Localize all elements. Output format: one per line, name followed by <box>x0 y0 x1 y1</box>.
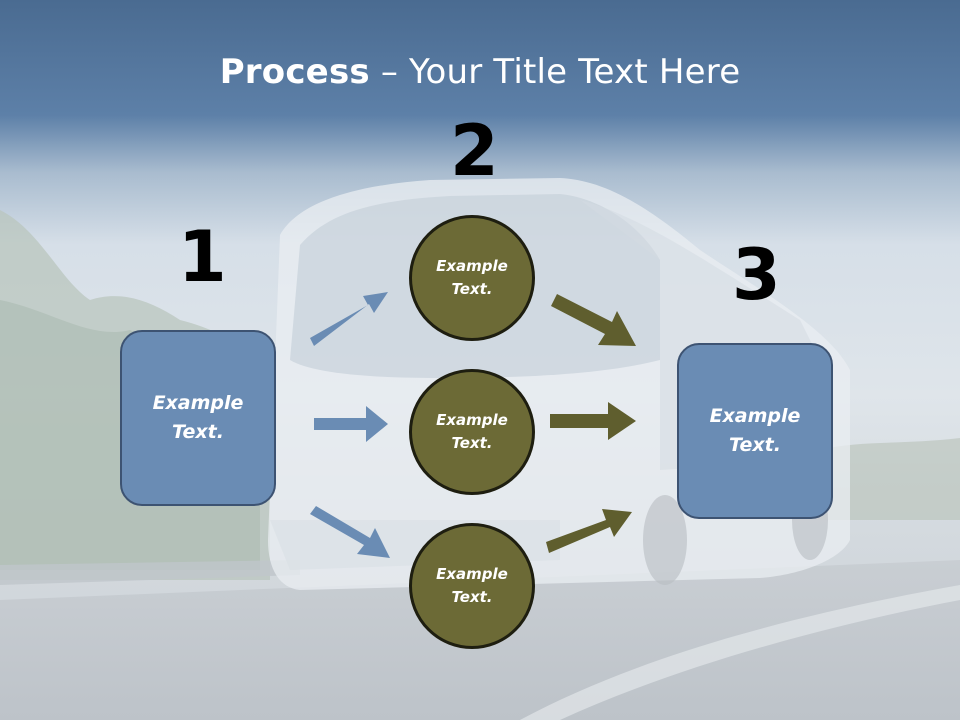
circle-top-line2: Text. <box>451 280 493 298</box>
step-number-3: 3 <box>732 234 781 316</box>
step-box-left: Example Text. <box>120 330 276 506</box>
circle-middle-line1: Example <box>436 411 508 429</box>
circle-bottom-line2: Text. <box>451 588 493 606</box>
step-circle-bottom: Example Text. <box>409 523 535 649</box>
circle-top-line1: Example <box>436 257 508 275</box>
left-box-line2: Text. <box>172 421 224 443</box>
step-number-2: 2 <box>450 110 499 192</box>
step-box-right: Example Text. <box>677 343 833 519</box>
circle-middle-line2: Text. <box>451 434 493 452</box>
step-circle-top: Example Text. <box>409 215 535 341</box>
step-circle-middle: Example Text. <box>409 369 535 495</box>
step-number-1: 1 <box>178 216 227 298</box>
title-bold: Process <box>219 52 370 92</box>
title-rest: – Your Title Text Here <box>369 52 741 92</box>
slide-title: Process – Your Title Text Here <box>0 52 960 92</box>
left-box-line1: Example <box>152 392 244 414</box>
right-box-line2: Text. <box>729 434 781 456</box>
circle-bottom-line1: Example <box>436 565 508 583</box>
right-box-line1: Example <box>709 405 801 427</box>
